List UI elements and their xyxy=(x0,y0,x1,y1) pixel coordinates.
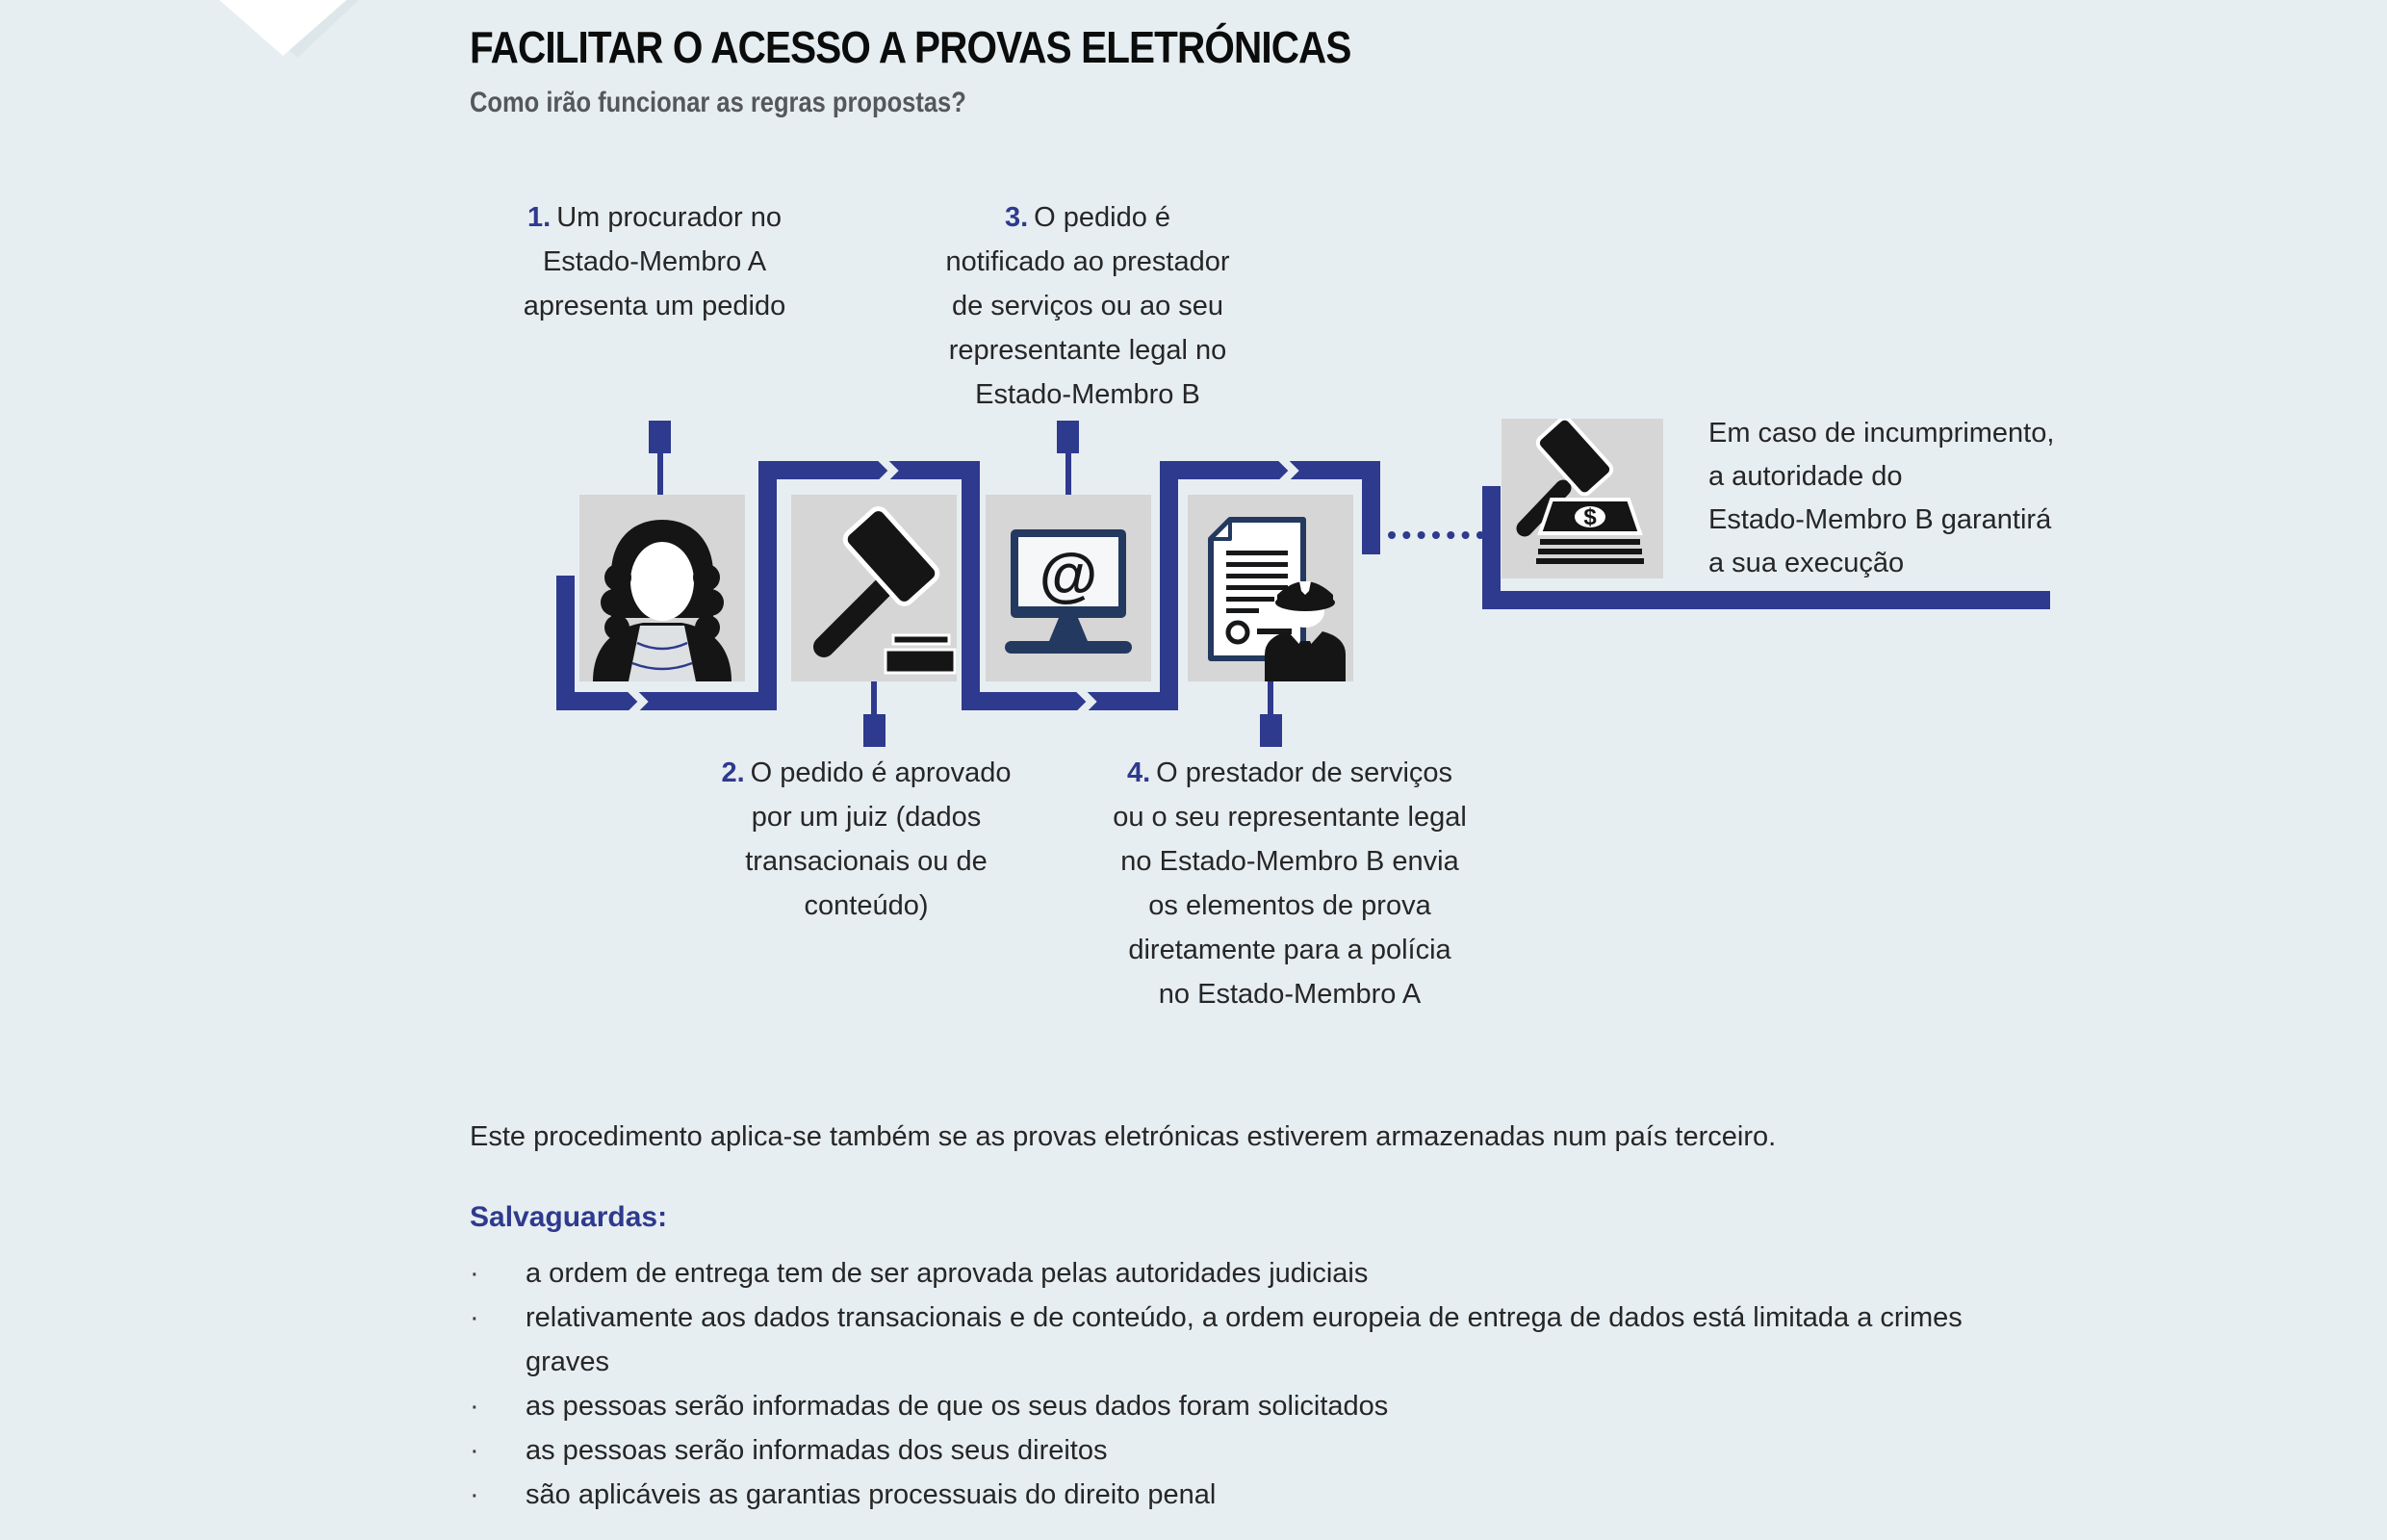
top-chevron-icon xyxy=(219,0,346,56)
bullet-icon: · xyxy=(470,1258,479,1289)
connector-stem xyxy=(1268,681,1273,714)
safeguards-list: · a ordem de entrega tem de ser aprovada… xyxy=(470,1251,2010,1517)
bullet-icon: · xyxy=(470,1391,479,1422)
enforcement-label: Em caso de incumprimento, a autoridade d… xyxy=(1708,418,2055,578)
list-item: · a ordem de entrega tem de ser aprovada… xyxy=(470,1251,2010,1296)
bullet-icon: · xyxy=(470,1302,479,1333)
step-2-label: 2.O pedido é aprovado por um juiz (dados… xyxy=(721,757,1012,921)
arrow-right-icon xyxy=(627,685,649,718)
bullet-icon: · xyxy=(470,1479,479,1510)
path-segment xyxy=(758,461,980,479)
dollar-symbol: $ xyxy=(1583,504,1597,530)
bullet-icon: · xyxy=(470,1435,479,1466)
dotted-connector xyxy=(1388,531,1484,539)
step-3-label: 3.O pedido é notificado ao prestador de … xyxy=(945,202,1230,410)
step-1-label: 1.Um procurador no Estado-Membro A apres… xyxy=(523,202,786,321)
step-4-icon-box xyxy=(1188,495,1353,681)
list-item: · são aplicáveis as garantias processuai… xyxy=(470,1473,2010,1517)
step-4-number: 4. xyxy=(1126,757,1151,788)
third-country-note: Este procedimento aplica-se também se as… xyxy=(470,1121,1777,1152)
page-subtitle: Como irão funcionar as regras propostas? xyxy=(470,87,966,118)
warrant-police-icon xyxy=(1208,517,1346,681)
step-1-number: 1. xyxy=(527,202,552,233)
list-item: · as pessoas serão informadas de que os … xyxy=(470,1384,2010,1428)
path-segment xyxy=(1160,461,1178,710)
connector-stem xyxy=(657,453,663,495)
step-4-label: 4.O prestador de serviços ou o seu repre… xyxy=(1113,757,1467,1010)
connector-square xyxy=(863,714,886,747)
path-segment xyxy=(758,461,777,710)
path-segment xyxy=(1160,461,1380,479)
step-2-icon-box xyxy=(791,495,957,681)
page-title: FACILITAR O ACESSO A PROVAS ELETRÓNICAS xyxy=(470,22,1351,72)
step-3-icon-box: @ xyxy=(986,495,1151,681)
list-item: · relativamente aos dados transacionais … xyxy=(470,1296,2010,1384)
enforcement-icon-box: $ xyxy=(1502,419,1663,578)
connector-square xyxy=(649,421,671,453)
connector-stem xyxy=(871,681,877,714)
connector-stem xyxy=(1065,453,1071,495)
path-segment xyxy=(962,461,980,710)
judge-icon xyxy=(593,520,732,681)
gavel-icon xyxy=(813,506,957,675)
step-1-icon-box xyxy=(579,495,745,681)
path-segment xyxy=(556,692,777,710)
path-segment xyxy=(1482,486,1501,609)
list-item: · as pessoas serão informadas dos seus d… xyxy=(470,1428,2010,1473)
at-symbol: @ xyxy=(1040,542,1097,608)
step-3-number: 3. xyxy=(1004,202,1029,233)
arrow-right-icon xyxy=(1075,685,1097,718)
gavel-money-icon: $ xyxy=(1516,419,1644,564)
connector-square xyxy=(1260,714,1282,747)
path-segment xyxy=(556,576,575,710)
connector-square xyxy=(1057,421,1079,453)
path-segment xyxy=(962,692,1178,710)
computer-at-icon: @ xyxy=(1005,529,1132,654)
step-2-number: 2. xyxy=(721,757,745,788)
arrow-right-icon xyxy=(877,454,899,487)
arrow-right-icon xyxy=(1277,454,1299,487)
safeguards-heading: Salvaguardas: xyxy=(470,1201,668,1233)
path-segment xyxy=(1362,461,1380,554)
path-baseline-bar xyxy=(1482,591,2050,609)
